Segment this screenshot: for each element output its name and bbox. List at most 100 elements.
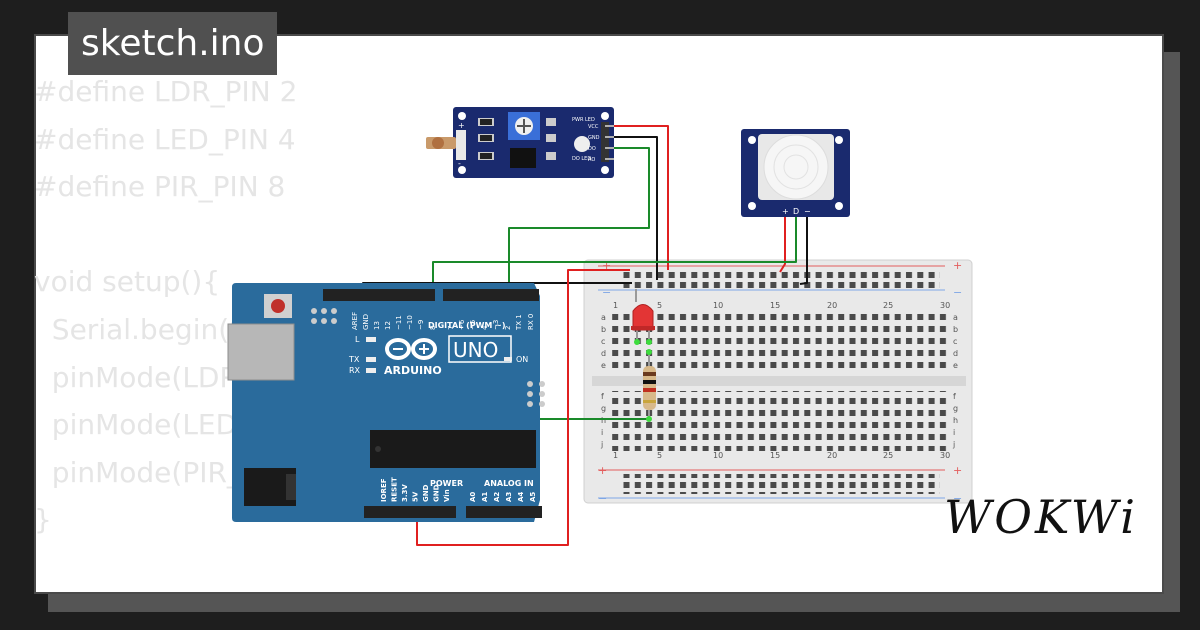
atmega-chip: [370, 430, 536, 468]
rail-plus-br: +: [953, 464, 962, 477]
rail-minus-bl: −: [598, 492, 607, 505]
comparator-chip: [510, 148, 536, 168]
rail-minus-tl: −: [602, 286, 611, 299]
wire-pir-data: [432, 216, 797, 296]
power-pin-label: 5V: [412, 491, 420, 502]
wire-ldr-vcc: [614, 125, 669, 270]
rail-minus-br: −: [953, 492, 962, 505]
rail-plus-tr: +: [953, 259, 962, 272]
power-pin-label: GND: [422, 484, 430, 502]
analog-header: [466, 506, 542, 518]
wire-ldr-gnd: [614, 136, 658, 280]
analog-pin-label: A4: [517, 492, 525, 502]
pwr-led-label: PWR LED: [572, 117, 595, 123]
row-label: a: [953, 313, 958, 322]
analog-pin-label: A3: [505, 492, 513, 502]
resistor: [643, 349, 656, 422]
rail-minus-tr: −: [953, 286, 962, 299]
row-label: f: [601, 392, 604, 401]
column-label: 20: [827, 301, 837, 310]
column-label: 25: [883, 301, 893, 310]
code-line: }: [34, 503, 52, 537]
digital-pin-label: 8: [429, 326, 437, 330]
ldr-pin-label: DO: [588, 146, 596, 152]
row-label: d: [953, 349, 958, 358]
column-label: 1: [613, 301, 618, 310]
row-label: c: [953, 337, 957, 346]
row-label: e: [601, 361, 606, 370]
do-led-label: DO LED: [572, 156, 591, 162]
terminal-strip-bottom: [610, 391, 950, 451]
digital-pin-label: RX 0: [527, 314, 535, 330]
digital-pin-label: ~11: [395, 315, 403, 330]
row-label: b: [601, 325, 606, 334]
column-label: 15: [770, 451, 780, 460]
aref-label: AREF: [351, 312, 359, 330]
bottom-power-rail: [622, 474, 940, 494]
power-pin-label: RESET: [391, 477, 399, 502]
rx-label: RX: [349, 366, 361, 375]
arduino-uno: ARDUINO UNO ON L TX RX DIGITAL (PWM ~) P…: [227, 283, 545, 522]
digital-pin-label: 13: [373, 321, 381, 330]
analog-pin-label: A0: [469, 492, 477, 502]
analog-pin-label: A1: [481, 492, 489, 502]
pir-pin-label: +: [782, 207, 789, 216]
column-label: 5: [657, 451, 662, 460]
ldr-pin-label: AO: [588, 157, 595, 163]
gnd-label: GND: [362, 314, 370, 330]
code-line: #define LED_PIN 4: [34, 122, 296, 156]
analog-pin-label: A2: [493, 492, 501, 502]
digital-pin-label: ~9: [417, 320, 425, 330]
digital-pin-label: ~3: [492, 320, 500, 330]
power-pin-label: Vin: [443, 489, 451, 502]
row-label: j: [952, 440, 955, 449]
ldr-minus: -: [458, 159, 461, 168]
analog-label: ANALOG IN: [484, 479, 534, 488]
wokwi-logo: WOKWi: [944, 490, 1138, 544]
digital-pin-label: 4: [481, 325, 489, 330]
rail-plus-tl: +: [602, 259, 611, 272]
row-label: f: [953, 392, 956, 401]
arduino-logo-text: ARDUINO: [384, 364, 442, 377]
row-label: c: [601, 337, 605, 346]
digital-pin-label: 2: [504, 326, 512, 330]
ldr-pin-label: GND: [588, 135, 600, 141]
top-power-rail: [622, 268, 940, 288]
fresnel-lens: [763, 134, 829, 200]
tx-label: TX: [348, 355, 360, 364]
column-label: 20: [827, 451, 837, 460]
column-label: 5: [657, 301, 662, 310]
row-label: h: [601, 416, 606, 425]
analog-pin-label: A5: [529, 492, 537, 502]
power-header: [364, 506, 456, 518]
power-pin-label: IOREF: [380, 478, 388, 502]
usb-port: [227, 323, 295, 381]
row-label: i: [601, 428, 603, 437]
power-pin-label: GND: [433, 484, 441, 502]
column-label: 10: [713, 451, 723, 460]
power-pin-label: 3.3V: [401, 484, 409, 502]
red-led: [631, 289, 655, 345]
pir-sensor: +D−: [741, 129, 850, 217]
on-label: ON: [516, 355, 528, 364]
power-label: POWER: [430, 479, 463, 488]
arduino-logo-icon: [385, 338, 437, 360]
column-label: 15: [770, 301, 780, 310]
row-label: e: [953, 361, 958, 370]
column-label: 1: [613, 451, 618, 460]
digital-pin-label: 7: [447, 326, 455, 330]
pir-pin-label: −: [804, 207, 811, 216]
digital-pin-label: ~6: [458, 319, 466, 330]
column-label: 30: [940, 301, 950, 310]
sketch-title: sketch.ino: [68, 12, 278, 75]
code-line: #define LDR_PIN 2: [34, 75, 298, 108]
digital-pin-label: 12: [384, 321, 392, 330]
l-label: L: [355, 335, 360, 344]
wire-5v: [416, 269, 630, 546]
column-label: 10: [713, 301, 723, 310]
column-label: 30: [940, 451, 950, 460]
center-channel: [592, 376, 966, 386]
wire-ldr-do: [508, 147, 650, 296]
